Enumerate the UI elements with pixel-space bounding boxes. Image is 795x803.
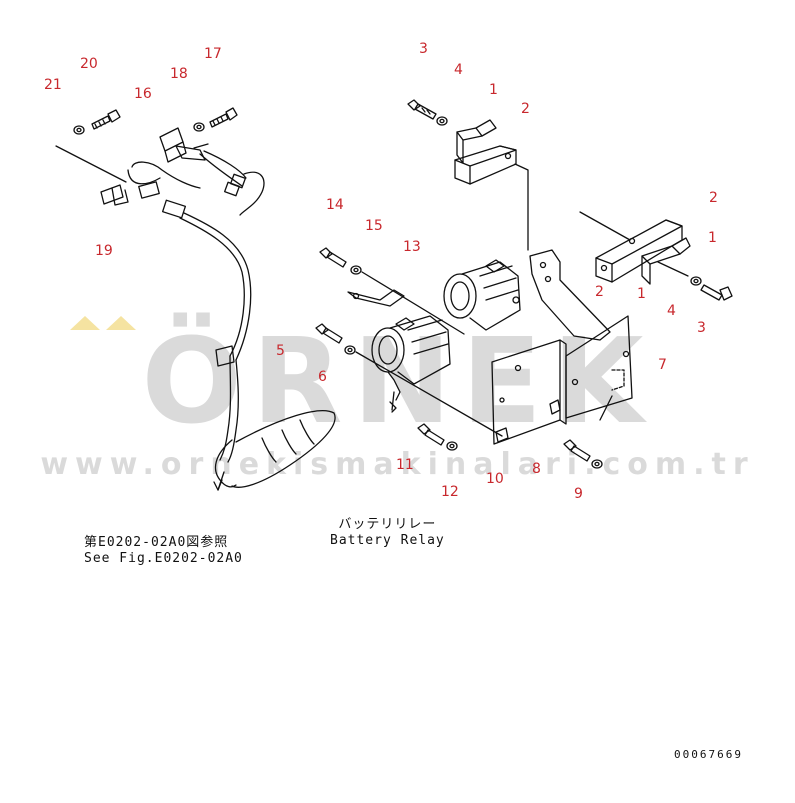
watermark-accent <box>70 316 100 330</box>
callout-number: 2 <box>595 284 604 300</box>
callout-number: 4 <box>667 303 676 319</box>
leader-line <box>599 395 613 421</box>
callout-number: 12 <box>441 484 459 500</box>
callout-number: 13 <box>403 239 421 255</box>
callout-number: 1 <box>708 230 717 246</box>
battery-relay-en: Battery Relay <box>330 533 445 548</box>
bracket-1-upper <box>456 119 497 164</box>
battery-relay-note: バッテリリレー Battery Relay <box>330 517 445 549</box>
callout-number: 11 <box>396 457 414 473</box>
callout-number: 10 <box>486 471 504 487</box>
plate-10 <box>491 339 567 445</box>
callout-number: 9 <box>574 486 583 502</box>
callout-number: 1 <box>489 82 498 98</box>
callout-number: 14 <box>326 197 344 213</box>
bolt-17 <box>209 107 238 128</box>
bolt-14 <box>319 247 347 268</box>
battery-relay-jp: バッテリリレー <box>338 517 437 532</box>
callout-number: 18 <box>170 66 188 82</box>
callout-number: 16 <box>134 86 152 102</box>
bracket-center <box>529 249 611 341</box>
callout-number: 20 <box>80 56 98 72</box>
callout-number: 3 <box>697 320 706 336</box>
callout-number: 8 <box>532 461 541 477</box>
figure-reference-en: See Fig.E0202-02A0 <box>84 551 243 566</box>
bracket-2-upper <box>454 145 517 185</box>
washer-15 <box>350 265 362 275</box>
bolt-8 <box>563 439 591 462</box>
washer-18 <box>193 122 205 132</box>
washer-12 <box>446 441 458 451</box>
bolt-5 <box>315 323 343 344</box>
bracket-2-right <box>595 219 683 283</box>
battery-relay-upper <box>443 259 521 331</box>
callout-number: 15 <box>365 218 383 234</box>
callout-number: 7 <box>658 357 667 373</box>
washer-9 <box>591 459 603 469</box>
callout-number: 2 <box>521 101 530 117</box>
callout-number: 2 <box>709 190 718 206</box>
bracket-13 <box>347 289 405 307</box>
document-id: 00067669 <box>674 748 743 761</box>
bracket-1-right <box>641 237 691 285</box>
leader-line <box>55 145 127 183</box>
bolt-11 <box>417 423 445 446</box>
callout-number: 5 <box>276 343 285 359</box>
leader-line <box>579 211 631 241</box>
washer-6 <box>344 345 356 355</box>
callout-number: 4 <box>454 62 463 78</box>
washer-4-upper <box>436 116 448 126</box>
figure-reference-note: 第E0202-02A0図参照 See Fig.E0202-02A0 <box>84 535 243 567</box>
callout-number: 19 <box>95 243 113 259</box>
leader-line <box>361 271 465 335</box>
leader-line <box>657 261 689 277</box>
washer-21 <box>73 125 85 135</box>
callout-number: 3 <box>419 41 428 57</box>
bolt-3-right <box>700 284 733 301</box>
washer-4-right <box>690 276 702 286</box>
callout-number: 21 <box>44 77 62 93</box>
bolt-20 <box>91 109 121 130</box>
callout-number: 17 <box>204 46 222 62</box>
clip-19 <box>100 184 129 206</box>
battery-relay-lower <box>371 315 451 413</box>
leader-line <box>514 163 529 251</box>
bolt-3-upper <box>407 99 437 120</box>
callout-number: 6 <box>318 369 327 385</box>
plate-7 <box>565 315 633 419</box>
callout-number: 1 <box>637 286 646 302</box>
watermark-accent <box>106 316 136 330</box>
leader-line <box>355 351 503 437</box>
relay-connector-16 <box>159 127 209 163</box>
wire-harness <box>127 150 336 491</box>
figure-reference-jp: 第E0202-02A0図参照 <box>84 535 229 550</box>
